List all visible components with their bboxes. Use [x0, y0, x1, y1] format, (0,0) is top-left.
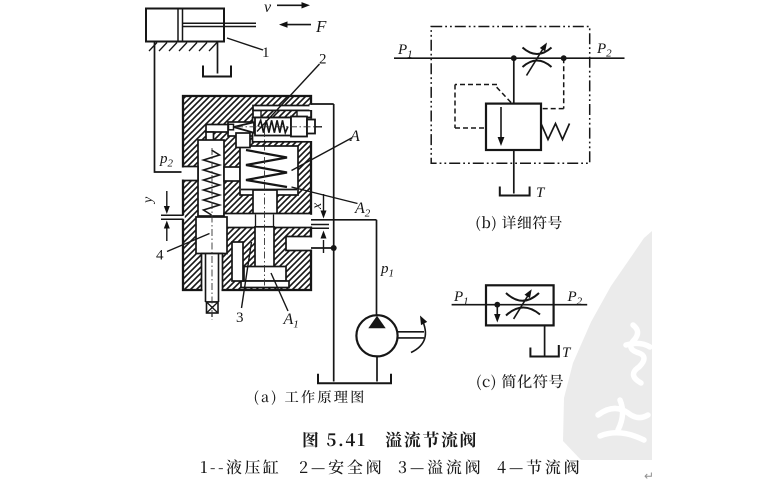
svg-text:v: v: [264, 0, 272, 16]
svg-text:3: 3: [236, 310, 244, 326]
svg-text:F: F: [315, 17, 327, 36]
svg-text:y: y: [141, 196, 156, 205]
svg-text:4: 4: [156, 248, 164, 264]
svg-text:1: 1: [262, 45, 270, 61]
svg-text:2: 2: [319, 52, 327, 68]
svg-text:T: T: [536, 185, 546, 201]
svg-text:x: x: [310, 202, 325, 210]
svg-text:T: T: [562, 345, 572, 361]
svg-text:↵: ↵: [644, 469, 654, 483]
svg-text:A: A: [349, 128, 360, 145]
